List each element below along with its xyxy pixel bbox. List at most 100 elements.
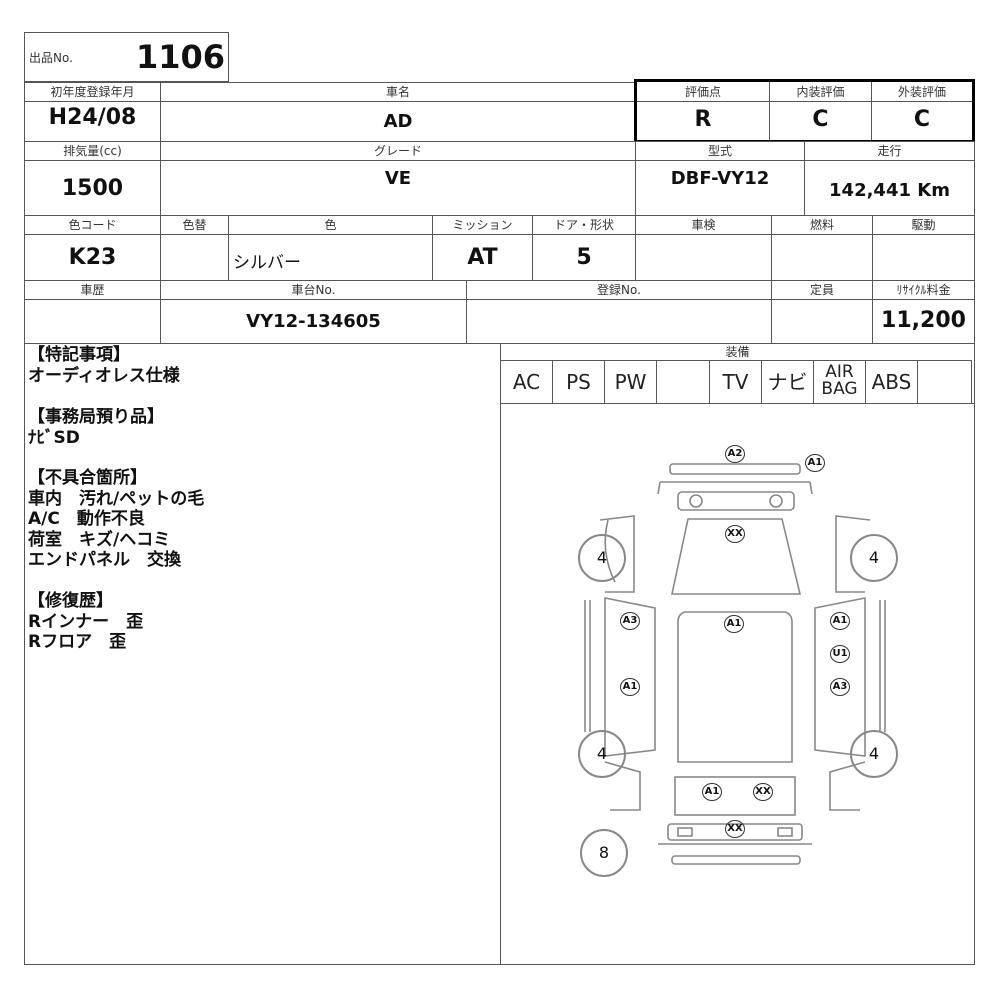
damage-mark: XX [725, 820, 745, 838]
office-line: ﾅﾋﾞSD [28, 428, 80, 448]
color-code-label: 色コード [25, 216, 160, 235]
car-name-value: AD [383, 111, 413, 132]
damage-mark: A1 [620, 678, 640, 696]
mission-value: AT [467, 245, 498, 270]
recycle-value: 11,200 [881, 308, 966, 333]
equipment-panel [500, 343, 975, 965]
score-label-line [637, 101, 972, 102]
rear-bumper-bar [671, 855, 801, 865]
repair-line: Rインナー 歪 [28, 612, 144, 632]
first-reg-label: 初年度登録年月 [25, 83, 160, 102]
score-value: R [694, 107, 712, 132]
lot-box: 出品No. 1106 [24, 32, 229, 82]
defect-line: A/C 動作不良 [28, 509, 145, 529]
tire-rear-right: 4 [850, 730, 898, 778]
tire-front-right: 4 [850, 534, 898, 582]
equipment-item: PW [605, 361, 657, 403]
right-rear [829, 761, 866, 811]
defects-heading: 【不具合箇所】 [28, 468, 147, 488]
left-side [604, 597, 656, 757]
defect-line: 荷室 キズ/ヘコミ [28, 530, 171, 550]
repair-line: Rフロア 歪 [28, 632, 127, 652]
equipment-item: ナビ [762, 361, 814, 403]
notes-panel [24, 343, 501, 965]
capacity-label: 定員 [772, 281, 872, 300]
first-reg-value: H24/08 [48, 105, 137, 130]
score-label: 評価点 [684, 85, 721, 99]
model-cell: 型式 DBF-VY12 [635, 141, 805, 216]
interior-value: C [812, 107, 829, 132]
interior-label: 内装評価 [796, 85, 845, 99]
inspection-label: 車検 [636, 216, 771, 235]
doors-cell: ドア・形状 5 [532, 215, 636, 281]
hood [671, 518, 802, 595]
grade-value: VE [384, 168, 412, 189]
damage-mark: A1 [702, 783, 722, 801]
color-cell: 色 シルバー [228, 215, 433, 281]
tire-front-left: 4 [578, 534, 626, 582]
displacement-label: 排気量(cc) [25, 142, 160, 161]
damage-mark: XX [725, 525, 745, 543]
drive-label: 駆動 [873, 216, 974, 235]
exterior-value: C [913, 107, 931, 132]
left-rocker [584, 600, 591, 732]
equipment-item: ABS [866, 361, 918, 403]
repaint-cell: 色替 [160, 215, 229, 281]
repaint-label: 色替 [161, 216, 228, 235]
model-value: DBF-VY12 [670, 168, 770, 189]
left-rear [604, 761, 641, 811]
right-rocker [879, 600, 886, 732]
fuel-cell: 燃料 [771, 215, 873, 281]
displacement-value: 1500 [61, 176, 124, 201]
mission-cell: ミッション AT [432, 215, 533, 281]
equipment-item [657, 361, 710, 403]
grade-cell: グレード VE [160, 141, 636, 216]
history-label: 車歴 [25, 281, 160, 300]
doors-value: 5 [576, 245, 592, 270]
damage-mark: U1 [830, 645, 850, 663]
mileage-label: 走行 [805, 142, 974, 161]
damage-mark: A1 [805, 454, 825, 472]
damage-mark: A3 [830, 678, 850, 696]
color-code-cell: 色コード K23 [24, 215, 161, 281]
equipment-item: PS [553, 361, 605, 403]
fuel-label: 燃料 [772, 216, 872, 235]
car-name-label: 車名 [161, 83, 635, 102]
defect-line: 車内 汚れ/ペットの毛 [28, 489, 205, 509]
defect-line: エンドパネル 交換 [28, 550, 181, 570]
color-code-value: K23 [68, 245, 117, 270]
damage-mark: A3 [620, 612, 640, 630]
exterior-label: 外装評価 [897, 85, 946, 99]
grade-label: グレード [161, 142, 635, 161]
mileage-cell: 走行 142,441 Km [804, 141, 975, 216]
damage-mark: A1 [724, 615, 744, 633]
mission-label: ミッション [433, 216, 532, 235]
tire-rear-left: 4 [578, 730, 626, 778]
equipment-item: TV [710, 361, 762, 403]
right-fender-front [835, 515, 871, 593]
equipment-item [918, 361, 971, 403]
damage-mark: A1 [830, 612, 850, 630]
color-label: 色 [229, 216, 432, 235]
special-line: オーディオレス仕様 [28, 366, 180, 386]
car-diagram [584, 463, 886, 865]
equipment-item: AC [501, 361, 553, 403]
recycle-cell: ﾘｻｲｸﾙ料金 11,200 [872, 280, 975, 344]
right-side [814, 597, 866, 757]
model-label: 型式 [636, 142, 804, 161]
spare-tire: 8 [580, 829, 628, 877]
first-reg-cell: 初年度登録年月 H24/08 [24, 82, 161, 142]
equipment-label: 装備 [725, 345, 750, 359]
reg-no-label: 登録No. [467, 281, 771, 300]
reg-no-cell: 登録No. [466, 280, 772, 344]
roof [677, 611, 793, 763]
score-divider-2 [871, 82, 872, 140]
front-lamp-bar [677, 491, 795, 511]
repair-heading: 【修復歴】 [28, 591, 113, 611]
left-fender-front [599, 515, 635, 593]
color-value: シルバー [233, 253, 301, 273]
equipment-divider [500, 403, 975, 404]
displacement-cell: 排気量(cc) 1500 [24, 141, 161, 216]
rear-gate [674, 776, 796, 816]
chassis-label: 車台No. [161, 281, 466, 300]
